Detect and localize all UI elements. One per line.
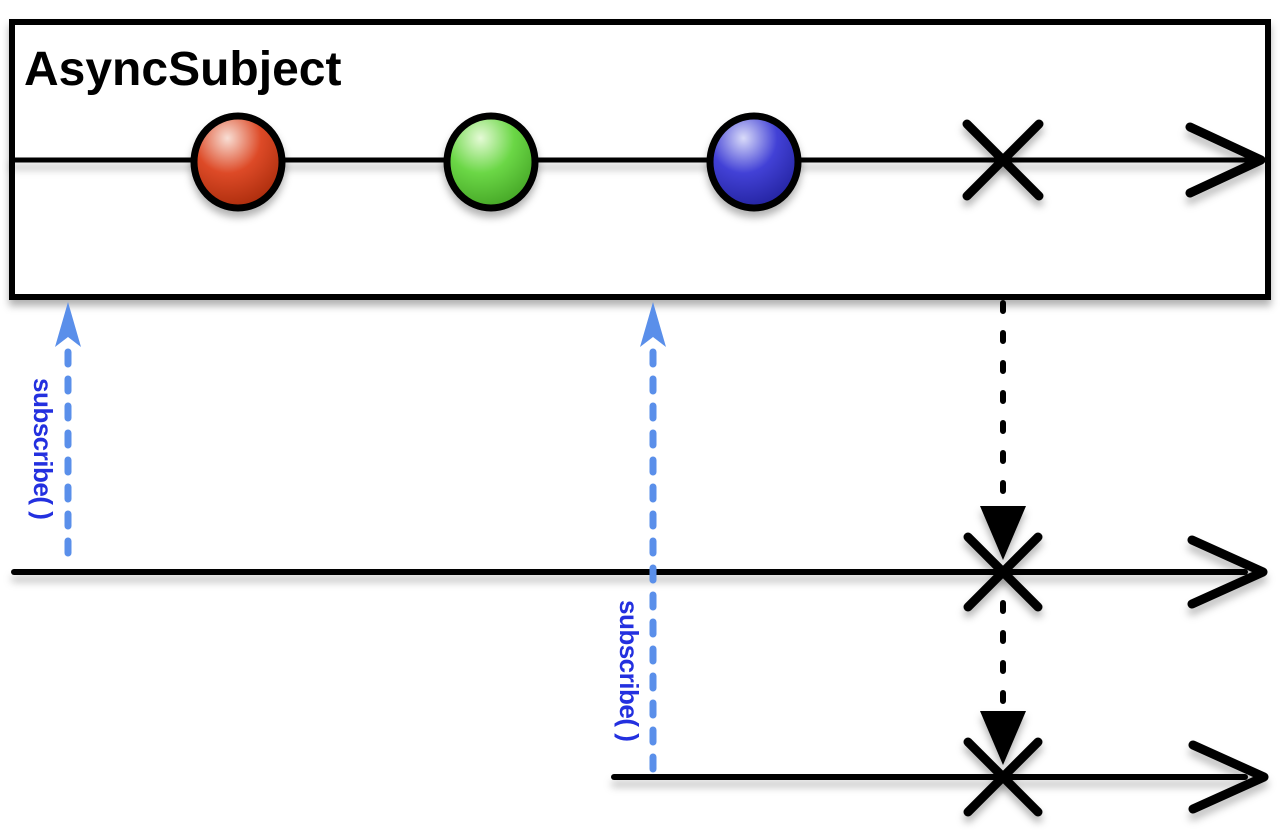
subscriber1-timeline-arrowhead bbox=[1187, 535, 1268, 609]
subscribe1-arrowhead-icon bbox=[55, 302, 81, 347]
marble-blue bbox=[706, 112, 802, 212]
marble-red bbox=[190, 112, 286, 212]
error-x-source bbox=[962, 119, 1044, 201]
error-x-stroke bbox=[963, 737, 1043, 817]
source-timeline-arrowhead bbox=[1185, 122, 1266, 198]
subscriber2-timeline bbox=[611, 740, 1269, 814]
error-x-stroke bbox=[962, 119, 1044, 201]
marble-green bbox=[443, 112, 539, 212]
subscriber2-timeline-arrowhead bbox=[1188, 740, 1269, 814]
error-x-subscriber2 bbox=[963, 737, 1043, 817]
error-propagation-arrowhead-2 bbox=[980, 711, 1026, 765]
error-propagation-arrowhead-1 bbox=[980, 506, 1026, 560]
error-x-subscriber1 bbox=[963, 532, 1043, 612]
subscribe1-label: subscribe( ) bbox=[28, 378, 58, 519]
subscribe2-label: subscribe( ) bbox=[614, 600, 644, 741]
page-title: AsyncSubject bbox=[24, 43, 341, 96]
subscriber1-timeline bbox=[11, 535, 1268, 609]
error-x-stroke bbox=[963, 532, 1043, 612]
subscribe2-arrowhead-icon bbox=[640, 302, 666, 347]
